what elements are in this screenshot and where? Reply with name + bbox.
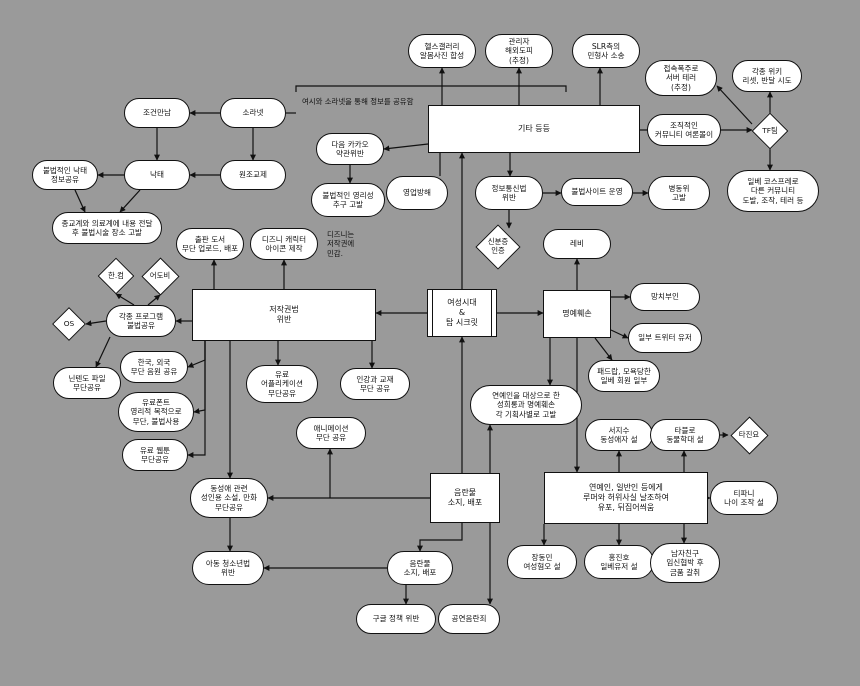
node-cosplay: 일베 코스프레로 다른 커뮤니티 도발, 조작, 테러 등 — [727, 170, 819, 212]
node-defamation: 명예훼손 — [543, 290, 611, 338]
edge-programs-adobe — [147, 294, 161, 306]
node-boyfriend: 남자친구 임신협박 후 금품 갈취 — [650, 543, 720, 583]
node-child-law: 아동 청소년법 위반 — [192, 551, 264, 585]
node-tiffany: 티파니 나이 조작 설 — [710, 481, 778, 515]
edge-copy-webtoon — [187, 341, 206, 458]
node-copyright: 저작권법 위반 — [192, 289, 376, 341]
node-yaoi: 동성애 관련 성인용 소설, 만화 무단공유 — [190, 478, 268, 518]
node-adobe: 어도비 — [140, 256, 180, 296]
node-jangdongmin: 장동민 여성혐오 설 — [507, 545, 577, 579]
edge-abortion-religion — [119, 189, 141, 213]
edge-def-pateuram — [594, 337, 613, 361]
node-paid-apps: 유료 어플리케이션 무단공유 — [246, 365, 318, 403]
note-disney: 디즈니는 저작권에 민감. — [327, 230, 355, 258]
node-tablo: 타블로 동물학대 설 — [650, 419, 720, 451]
node-nintendo: 닌텐도 파일 무단공유 — [53, 367, 121, 399]
diamond-label: TF팀 — [762, 125, 778, 135]
node-google-policy: 구글 정책 위반 — [356, 604, 436, 634]
node-os: OS — [52, 307, 86, 341]
node-org-opinion: 조직적인 커뮤니티 여론몰이 — [647, 114, 721, 146]
node-tajinyo: 타진요 — [728, 415, 770, 455]
node-etc: 기타 등등 — [428, 105, 640, 153]
node-sora: 소라넷 — [220, 98, 286, 128]
center-label: 여성시대 & 탑 시크릿 — [446, 298, 478, 327]
node-celeb-report: 연예인을 대상으로 한 성희롱과 명예훼손 각 기획사별로 고발 — [470, 385, 582, 425]
node-conditional-meet: 조건만남 — [124, 98, 190, 128]
node-hongjinho: 홍진호 일베유저 설 — [584, 545, 654, 579]
edge-def-twitter — [610, 329, 629, 339]
node-anime: 애니메이션 무단 공유 — [296, 417, 366, 449]
node-slr-lawsuit: SLR측의 민형사 소송 — [572, 34, 640, 68]
node-tf: TF팀 — [751, 112, 789, 150]
node-various-programs: 각종 프로그램 불법공유 — [106, 305, 176, 337]
node-manchi: 망치부인 — [630, 283, 700, 311]
edge-copy-music — [187, 341, 206, 368]
center-left-bar — [432, 289, 433, 337]
node-health-gallery: 헬스갤러리 알몸사진 합성 — [408, 34, 476, 68]
node-center: 여성시대 & 탑 시크릿 — [427, 289, 497, 337]
diamond-label: 어도비 — [149, 270, 171, 280]
node-obscenity2: 음란물 소지, 배포 — [387, 551, 453, 585]
node-rumor: 연예인, 일반인 등에게 루머와 허위사실 날조하여 유포, 뒤집어씌움 — [544, 472, 708, 524]
node-kr-music: 한국, 외국 무단 음원 공유 — [120, 351, 188, 383]
node-lectures: 인강과 교재 무단 공유 — [340, 368, 410, 400]
center-right-bar — [491, 289, 492, 337]
edge-programs-hancom — [115, 293, 135, 306]
node-telecom-law: 정보통신법 위반 — [475, 176, 543, 210]
node-twitter: 일부 트위터 유저 — [628, 323, 702, 353]
edge-copy-fonts — [193, 341, 206, 414]
diamond-label: 타진요 — [738, 429, 760, 439]
node-disney: 디즈니 캐릭터 아이콘 제작 — [250, 228, 318, 260]
edge-obs-obs2 — [417, 523, 463, 552]
node-business-obstruction: 영업방해 — [386, 176, 448, 210]
node-obscenity: 음란물 소지, 배포 — [430, 473, 500, 523]
diamond-label: OS — [63, 318, 75, 328]
node-abortion: 낙태 — [124, 160, 190, 190]
node-public-obscenity: 공연음란죄 — [438, 604, 500, 634]
edge-tf-server — [716, 85, 753, 125]
edge-etc-daum — [383, 143, 429, 152]
node-hancom: 한.컴 — [97, 257, 135, 295]
edge-brace — [295, 85, 567, 92]
node-illegal-site: 불법사이트 운영 — [561, 178, 633, 206]
edge-info-religion — [74, 189, 86, 213]
node-paid-books: 출판 도서 무단 업로드, 배포 — [176, 228, 244, 260]
node-server-terror: 접속폭주로 서버 테러 (추정) — [645, 60, 717, 96]
node-paid-fonts: 유료폰트 영리적 목적으로 무단, 불법사용 — [118, 392, 194, 432]
node-jeongjo: 원조교제 — [220, 160, 286, 190]
node-seoji: 서지수 동성애자 설 — [585, 419, 653, 451]
note-sora-brace: 여시와 소라넷을 통해 정보를 공유함 — [302, 97, 414, 106]
node-military-law: 병동위 고발 — [648, 176, 710, 210]
diamond-label: 신분증 인증 — [487, 237, 509, 255]
node-admin-doxx: 관리자 해외도피 (추정) — [485, 34, 553, 68]
node-wiki-attempt: 각종 위키 리셋, 반달 시도 — [732, 60, 802, 92]
node-rebbi: 레비 — [543, 229, 611, 259]
edge-programs-nintendo — [95, 336, 111, 368]
node-pateuram: 패드랍, 모욕당한 일베 회원 일부 — [588, 360, 660, 392]
node-paid-webtoon: 유료 웹툰 무단공유 — [122, 439, 188, 471]
node-illegal-profit: 불법적인 영리성 추구 고발 — [311, 183, 385, 217]
edge-programs-os — [85, 320, 107, 327]
node-illegal-abortion-info: 불법적인 낙태 정보공유 — [32, 160, 98, 190]
node-identity: 신분증 인증 — [475, 224, 521, 270]
node-daum-kakao: 다음 카카오 약관위반 — [316, 133, 384, 165]
node-religion-report: 종교계와 의료계에 내용 전달 후 불법시술 장소 고발 — [52, 212, 162, 244]
diamond-label: 한.컴 — [108, 270, 124, 280]
